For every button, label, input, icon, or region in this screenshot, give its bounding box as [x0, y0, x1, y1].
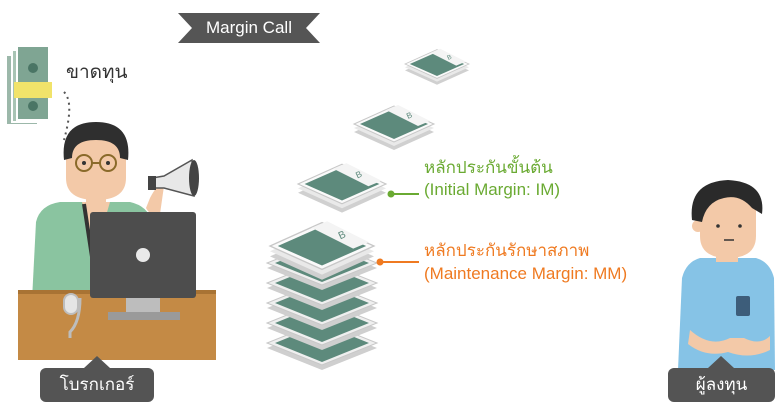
money-bundle-initial-margin — [297, 162, 387, 214]
maintenance-margin-pointer — [376, 258, 419, 266]
money-stack-maintenance-margin — [266, 220, 378, 371]
money-bundle-middle — [353, 104, 435, 151]
megaphone-icon — [148, 158, 199, 197]
initial-margin-label-en: (Initial Margin: IM) — [424, 180, 561, 199]
computer-mouse-icon — [63, 293, 82, 338]
loss-money-stack-icon — [5, 45, 52, 126]
loss-label: ขาดทุน — [66, 62, 128, 83]
broker-name-tag: โบรกเกอร์ — [59, 375, 135, 394]
investor-name-tag: ผู้ลงทุน — [695, 375, 748, 394]
margin-call-title: Margin Call — [206, 18, 292, 37]
maintenance-margin-label-en: (Maintenance Margin: MM) — [424, 264, 628, 283]
investor-character — [678, 180, 775, 370]
broker-desk — [18, 290, 216, 360]
money-bundle-top — [404, 48, 470, 86]
computer-monitor-icon — [90, 212, 196, 320]
broker-tag-shape — [40, 356, 154, 402]
investor-tag-shape — [668, 356, 775, 402]
initial-margin-pointer — [387, 190, 419, 198]
margin-call-banner — [178, 13, 320, 43]
initial-margin-label-th: หลักประกันขั้นต้น — [424, 158, 553, 177]
maintenance-margin-label-th: หลักประกันรักษาสภาพ — [424, 241, 590, 260]
loss-dotted-connector — [63, 91, 71, 141]
